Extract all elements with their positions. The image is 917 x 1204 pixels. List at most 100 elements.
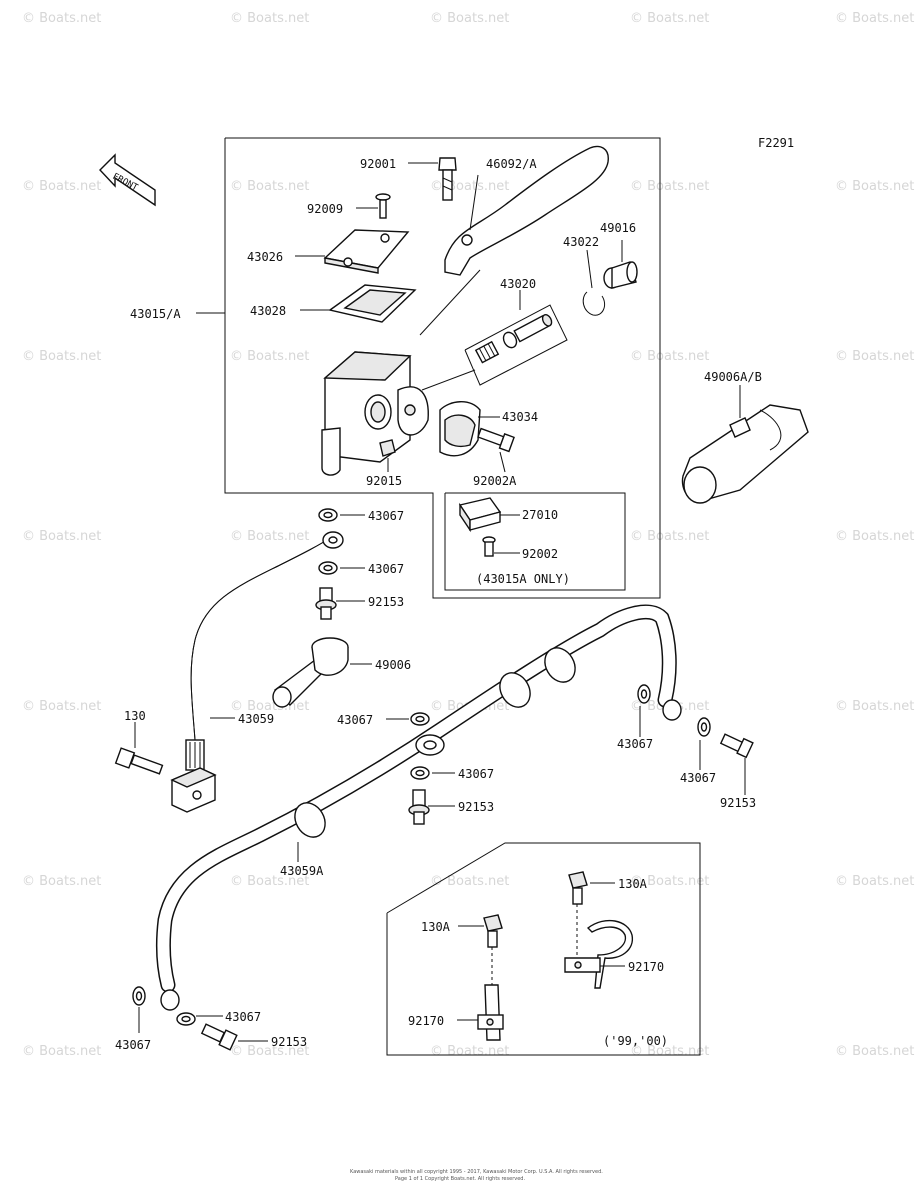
watermark: © Boats.net: [430, 874, 509, 889]
watermark: © Boats.net: [835, 179, 914, 194]
watermark: © Boats.net: [630, 179, 709, 194]
label-43015a-only: (43015A ONLY): [476, 572, 570, 586]
watermark: © Boats.net: [835, 11, 914, 26]
brake-hose-43059a: [155, 604, 682, 1011]
brake-hose-43059: [185, 531, 344, 771]
bolt-130a-upper: [568, 871, 615, 955]
label-43067: 43067: [337, 713, 373, 727]
nut-92015: [379, 439, 396, 472]
label-27010: 27010: [522, 508, 558, 522]
label-43059: 43059: [238, 712, 274, 726]
watermark: © Boats.net: [835, 874, 914, 889]
label-92153: 92153: [368, 595, 404, 609]
clamp-43034: [439, 401, 500, 457]
master-cylinder-body: [321, 269, 481, 476]
front-arrow-icon: FRONT: [99, 153, 156, 207]
watermark: © Boats.net: [230, 1044, 309, 1059]
label-49016: 49016: [600, 221, 636, 235]
washer-43067-c: [386, 712, 430, 726]
reservoir-49006ab: [681, 385, 809, 504]
label-92170: 92170: [408, 1014, 444, 1028]
hose-clamp-92170-upper: [564, 919, 634, 989]
label-43022: 43022: [563, 235, 599, 249]
label-43067: 43067: [225, 1010, 261, 1024]
watermark: © Boats.net: [835, 349, 914, 364]
banjo-bolt-92153-b: [408, 789, 455, 825]
banjo-cover-49006: [272, 637, 372, 708]
label-49006: 49006: [375, 658, 411, 672]
washer-43067-e: [637, 684, 651, 737]
bracket-inset-box: [386, 842, 701, 1056]
screw-92009: [356, 193, 391, 219]
watermark: © Boats.net: [835, 1044, 914, 1059]
joint-block: [170, 767, 217, 813]
brake-switch-27010: [458, 497, 520, 533]
watermark: © Boats.net: [22, 699, 101, 714]
watermark: © Boats.net: [22, 529, 101, 544]
footer-copyright: Kawasaki materials within all copyright …: [350, 1169, 603, 1175]
label-43015a: 43015/A: [130, 307, 181, 321]
label-43059a: 43059A: [280, 864, 324, 878]
banjo-bolt-92153-c: [719, 733, 754, 795]
reservoir-cap-43026: [295, 229, 410, 274]
label-92153: 92153: [271, 1035, 307, 1049]
label-43020: 43020: [500, 277, 536, 291]
bolt-130: [114, 722, 164, 775]
part-labels: 92001 46092/A 92009 43026 43022 49016 43…: [115, 157, 762, 1052]
label-43067: 43067: [368, 509, 404, 523]
label-92009: 92009: [307, 202, 343, 216]
piston-kit-43020: [464, 290, 568, 386]
washer-43067-b: [318, 561, 365, 575]
watermark: © Boats.net: [430, 1044, 509, 1059]
washer-43067-a: [318, 508, 365, 522]
label-92170: 92170: [628, 960, 664, 974]
watermark: © Boats.net: [430, 11, 509, 26]
watermark: © Boats.net: [430, 179, 509, 194]
pivot-bolt-92001: [408, 157, 457, 201]
watermark: © Boats.net: [22, 874, 101, 889]
screw-92002: [482, 536, 520, 557]
banjo-bolt-92153-d: [200, 1023, 268, 1051]
label-92153: 92153: [458, 800, 494, 814]
bolt-130a-lower: [458, 914, 503, 985]
label-43026: 43026: [247, 250, 283, 264]
label-43028: 43028: [250, 304, 286, 318]
washer-43067-f: [697, 717, 711, 770]
watermark: © Boats.net: [230, 349, 309, 364]
label-46092a: 46092/A: [486, 157, 537, 171]
watermark: © Boats.net: [630, 349, 709, 364]
label-43067: 43067: [368, 562, 404, 576]
figure-code: F2291: [758, 136, 794, 150]
label-43034: 43034: [502, 410, 538, 424]
dust-boot-49016: [603, 240, 638, 289]
label-43067: 43067: [115, 1038, 151, 1052]
circlip-43022: [582, 249, 606, 316]
banjo-bolt-92153-a: [315, 587, 365, 620]
label-92153: 92153: [720, 796, 756, 810]
watermark: © Boats.net: [22, 1044, 101, 1059]
label-92002: 92002: [522, 547, 558, 561]
label-130a: 130A: [618, 877, 648, 891]
watermark-layer: © Boats.net © Boats.net © Boats.net © Bo…: [22, 11, 914, 1059]
watermark: © Boats.net: [630, 529, 709, 544]
label-43067: 43067: [458, 767, 494, 781]
watermark: © Boats.net: [230, 11, 309, 26]
watermark: © Boats.net: [230, 179, 309, 194]
watermark: © Boats.net: [230, 529, 309, 544]
label-130: 130: [124, 709, 146, 723]
watermark: © Boats.net: [22, 179, 101, 194]
label-years: ('99,'00): [603, 1034, 668, 1048]
assembly-outline: [224, 137, 661, 599]
label-49006ab: 49006A/B: [704, 370, 762, 384]
footer-page: Page 1 of 1 Copyright Boats.net. All rig…: [395, 1176, 525, 1182]
watermark: © Boats.net: [230, 874, 309, 889]
label-130a: 130A: [421, 920, 451, 934]
washer-43067-g: [132, 986, 146, 1033]
label-92001: 92001: [360, 157, 396, 171]
watermark: © Boats.net: [22, 11, 101, 26]
label-43067: 43067: [680, 771, 716, 785]
washer-43067-h: [176, 1012, 223, 1026]
watermark: © Boats.net: [630, 874, 709, 889]
